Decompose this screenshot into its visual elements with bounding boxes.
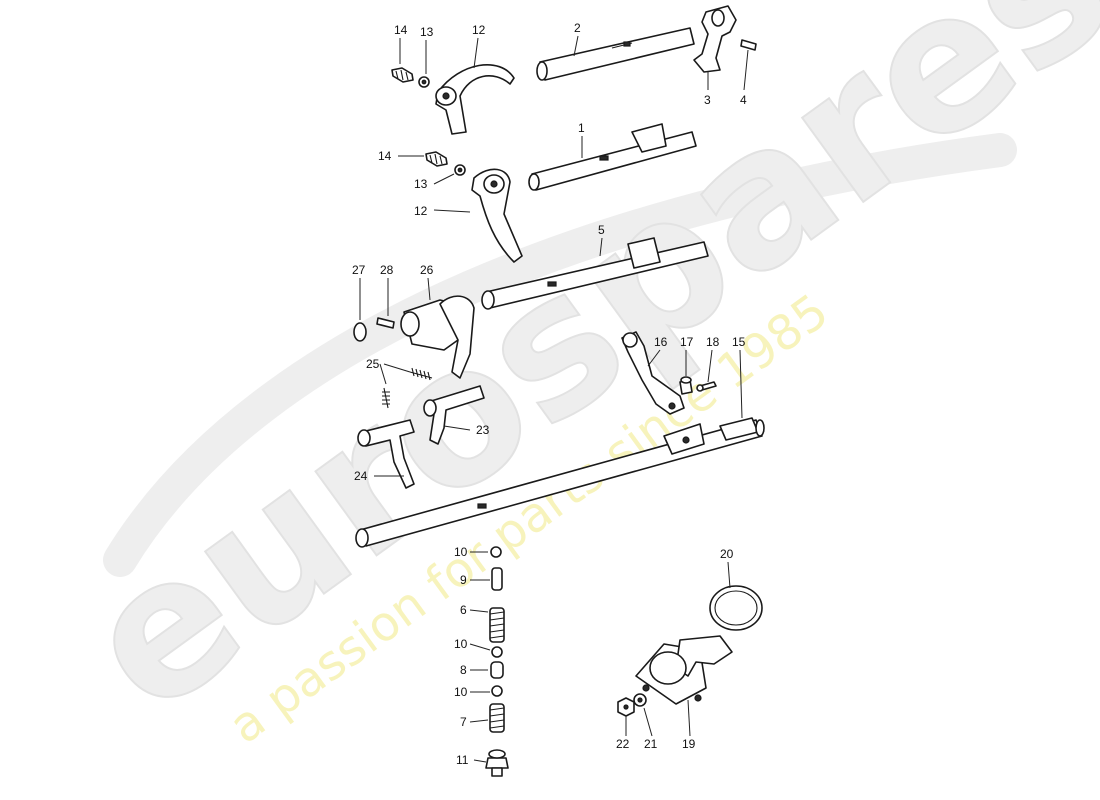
pin-28 xyxy=(376,317,395,329)
lever-24 xyxy=(357,419,415,489)
shift-fork-12-top xyxy=(435,64,515,135)
callout-19: 19 xyxy=(682,737,696,751)
bolt-14-mid xyxy=(425,151,448,167)
leader-lines xyxy=(359,35,749,763)
shift-lever-16 xyxy=(621,331,685,415)
flange-housing-19 xyxy=(635,635,733,705)
callout-18: 18 xyxy=(706,335,720,349)
selector-rod-2 xyxy=(536,27,695,81)
lever-23 xyxy=(423,385,485,445)
shift-shaft-15 xyxy=(355,417,765,548)
callout-28: 28 xyxy=(380,263,394,277)
washer-13-top xyxy=(418,76,430,88)
watermark-brand: eurospares xyxy=(47,0,1100,756)
callout-22: 22 xyxy=(616,737,630,751)
callout-1: 1 xyxy=(578,121,585,135)
callout-11: 11 xyxy=(456,753,469,767)
spring-25 xyxy=(382,367,433,409)
callout-16: 16 xyxy=(654,335,668,349)
callout-10-low: 10 xyxy=(454,685,468,699)
callout-24: 24 xyxy=(354,469,368,483)
plug-11 xyxy=(485,749,509,777)
callout-27: 27 xyxy=(352,263,366,277)
ball-10-top xyxy=(490,546,502,558)
callout-13-top: 13 xyxy=(420,25,434,39)
callout-14-top: 14 xyxy=(394,23,408,37)
callout-8: 8 xyxy=(460,663,467,677)
callout-14-mid: 14 xyxy=(378,149,392,163)
sleeve-8 xyxy=(490,661,504,679)
callout-13-mid: 13 xyxy=(414,177,428,191)
screw-18 xyxy=(696,381,717,392)
callout-21: 21 xyxy=(644,737,658,751)
callout-3: 3 xyxy=(704,93,711,107)
o-ring-20 xyxy=(709,585,763,631)
callout-26: 26 xyxy=(420,263,434,277)
callout-10-mid: 10 xyxy=(454,637,468,651)
bolt-14-top xyxy=(391,67,414,83)
shift-fork-26 xyxy=(400,295,475,379)
callout-17: 17 xyxy=(680,335,694,349)
callout-7: 7 xyxy=(460,715,467,729)
callout-12-top: 12 xyxy=(472,23,486,37)
washer-21 xyxy=(633,693,647,707)
callout-25: 25 xyxy=(366,357,380,371)
callout-4: 4 xyxy=(740,93,747,107)
callout-6: 6 xyxy=(460,603,467,617)
callout-labels: 14 13 12 2 3 4 1 14 13 12 5 27 28 26 25 … xyxy=(352,21,747,767)
selector-finger-3 xyxy=(693,5,737,73)
callout-2: 2 xyxy=(574,21,581,35)
bushing-17 xyxy=(679,376,693,395)
callout-20: 20 xyxy=(720,547,734,561)
pin-4 xyxy=(740,39,757,51)
watermark-swoosh xyxy=(103,133,1017,577)
washer-13-mid xyxy=(454,164,466,176)
pin-9 xyxy=(491,567,503,591)
callout-9: 9 xyxy=(460,573,467,587)
shift-fork-12-mid xyxy=(471,168,523,263)
circlip-27 xyxy=(353,322,367,342)
spring-7 xyxy=(489,703,505,733)
callout-12-mid: 12 xyxy=(414,204,428,218)
watermark: eurospares a passion for parts since 198… xyxy=(46,0,1100,757)
callout-23: 23 xyxy=(476,423,490,437)
nut-22 xyxy=(617,697,635,717)
spring-6 xyxy=(489,607,505,643)
ball-10-low xyxy=(491,685,503,697)
ball-10-mid xyxy=(491,646,503,658)
callout-15: 15 xyxy=(732,335,746,349)
callout-10-top: 10 xyxy=(454,545,468,559)
selector-rod-1 xyxy=(528,123,697,191)
selector-rod-5 xyxy=(481,237,709,310)
callout-5: 5 xyxy=(598,223,605,237)
